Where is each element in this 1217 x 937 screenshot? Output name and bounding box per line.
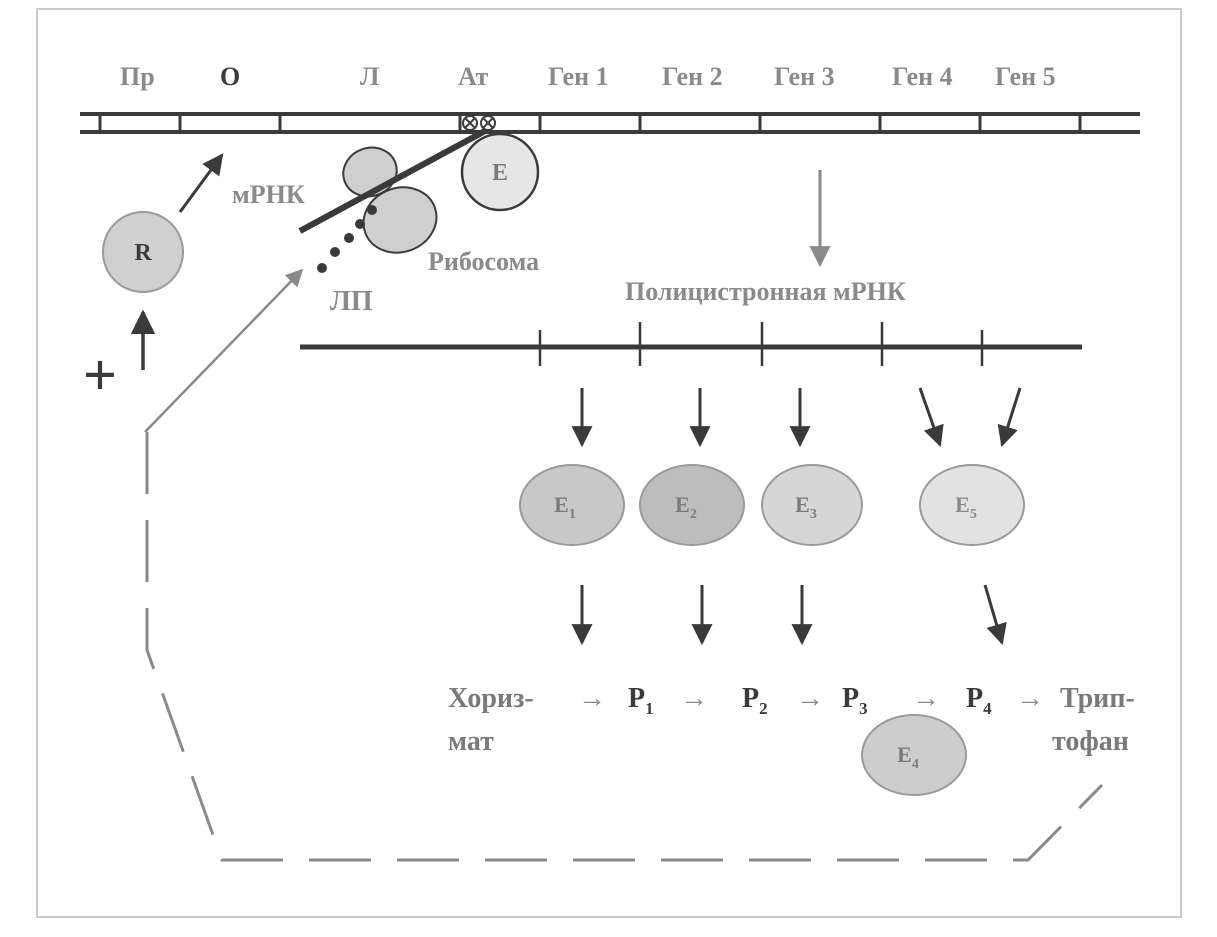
translation-arrow-4 [918, 387, 944, 447]
plus-sign: + [83, 342, 117, 408]
pathway-p2-sub: 2 [759, 699, 768, 718]
enzyme-e4-sub: 4 [912, 757, 919, 772]
enzyme-e1: E1 [519, 464, 625, 546]
enzyme-e5: E5 [919, 464, 1025, 546]
biosynthesis-pathway: Хориз- мат → P1 → P2 → P3 → P4 → Трип- т… [448, 683, 1135, 757]
pathway-chorismate-1: Хориз- [448, 683, 534, 714]
label-promoter: Пр [120, 62, 155, 91]
pathway-p3-sub: 3 [859, 699, 868, 718]
label-gene5: Ген 5 [995, 62, 1056, 91]
pathway-p3: P [842, 683, 859, 714]
enzyme-e3: E3 [761, 464, 863, 546]
enzyme-e1-sub: 1 [569, 507, 576, 522]
repressor-label: R [134, 240, 152, 266]
pathway-arrow-1: → [578, 683, 606, 714]
label-gene4: Ген 4 [892, 62, 953, 91]
diagram-frame [36, 8, 1182, 918]
svg-text:P1: P1 [628, 683, 654, 718]
enzyme-e4: E4 [861, 714, 967, 796]
label-mrna: мРНК [232, 180, 305, 209]
enzyme-e3-label: E [795, 492, 810, 517]
svg-text:P2: P2 [742, 683, 768, 718]
pathway-tryptophan-1: Трип- [1060, 683, 1135, 714]
label-leader: Л [360, 62, 379, 91]
catalysis-arrow-5 [983, 584, 1007, 646]
label-leader-peptide: ЛП [330, 286, 373, 317]
attenuator-mark [462, 115, 496, 131]
pathway-p4: P [966, 683, 983, 714]
svg-text:P3: P3 [842, 683, 868, 718]
svg-text:P4: P4 [966, 683, 992, 718]
enzyme-e5-label: E [955, 492, 970, 517]
enzyme-e2-sub: 2 [690, 507, 697, 522]
enzyme-e5-sub: 5 [970, 507, 977, 522]
pathway-p2: P [742, 683, 759, 714]
translation-arrow-5 [997, 387, 1022, 448]
repressor: R [102, 211, 184, 293]
enzyme-e4-label: E [897, 742, 912, 767]
pathway-p4-sub: 4 [983, 699, 992, 718]
label-ribosome: Рибосома [428, 247, 539, 276]
pathway-arrow-4: → [912, 683, 940, 714]
polycistronic-mrna-line [300, 322, 1082, 366]
feedback-to-leader-arrow [144, 268, 304, 433]
label-attenuator: Ат [458, 62, 488, 91]
pathway-tryptophan-2: тофан [1052, 726, 1129, 757]
svg-text:E1: E1 [554, 492, 576, 522]
enzyme-e2: E2 [639, 464, 745, 546]
repressor-to-operator-arrow [178, 153, 224, 213]
enzyme-e3-sub: 3 [810, 507, 817, 522]
label-gene2: Ген 2 [662, 62, 723, 91]
pathway-p1: P [628, 683, 645, 714]
enzyme-e2-label: E [675, 492, 690, 517]
pathway-chorismate-2: мат [448, 726, 494, 757]
label-gene1: Ген 1 [548, 62, 609, 91]
label-operator: О [220, 62, 240, 91]
pathway-arrow-2: → [680, 683, 708, 714]
pathway-p1-sub: 1 [645, 699, 654, 718]
enzyme-e1-label: E [554, 492, 569, 517]
dna-strand [80, 112, 1140, 134]
svg-text:E2: E2 [675, 492, 697, 522]
svg-text:E5: E5 [955, 492, 977, 522]
svg-text:E4: E4 [897, 742, 919, 772]
label-polycistronic-mrna: Полицистронная мРНК [625, 277, 906, 306]
feedback-loop [145, 432, 1104, 862]
svg-text:E3: E3 [795, 492, 817, 522]
rna-polymerase-label: E [492, 160, 508, 186]
pathway-arrow-5: → [1016, 683, 1044, 714]
leader-peptide-chain [317, 205, 377, 273]
rna-polymerase: E [460, 132, 540, 212]
label-gene3: Ген 3 [774, 62, 835, 91]
pathway-arrow-3: → [796, 683, 824, 714]
